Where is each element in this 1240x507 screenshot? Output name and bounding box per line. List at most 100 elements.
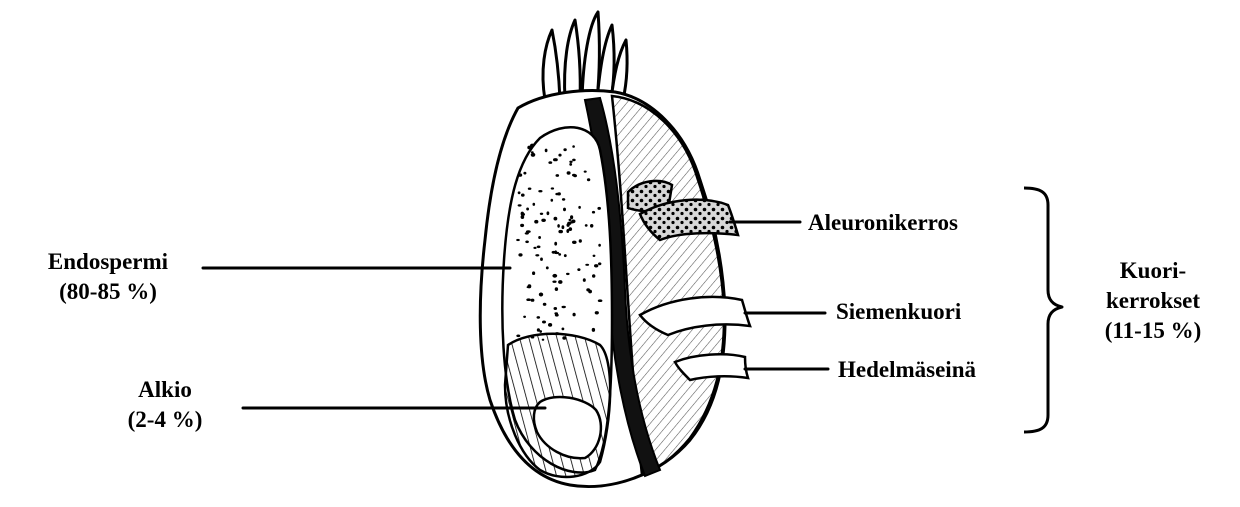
starch-dot [558, 230, 563, 233]
starch-dot [569, 227, 573, 231]
starch-dot [583, 278, 586, 282]
starch-dot [533, 247, 536, 249]
starch-dot [520, 224, 524, 227]
starch-dot [573, 313, 576, 317]
starch-dot [531, 151, 534, 153]
starch-dot [554, 242, 557, 246]
starch-dot [578, 206, 581, 209]
starch-dot [537, 328, 540, 332]
starch-dot [532, 271, 535, 275]
label-aleuronikerros: Aleuronikerros [808, 208, 958, 238]
pericarp-flap [675, 354, 748, 380]
starch-dot [572, 174, 576, 177]
label-kuorikerrokset: Kuori- kerrokset (11-15 %) [1068, 256, 1238, 346]
hair-tuft [543, 12, 627, 100]
starch-dot [546, 266, 549, 269]
starch-dot [592, 274, 595, 278]
endospermi-percent: (80-85 %) [8, 277, 208, 307]
starch-dot [516, 239, 520, 241]
endospermi-name: Endospermi [8, 247, 208, 277]
starch-dot [588, 290, 592, 294]
starch-dot [552, 281, 556, 283]
starch-dot [598, 262, 601, 265]
starch-dot [595, 311, 599, 314]
starch-dot [598, 244, 601, 247]
starch-dot [592, 328, 595, 332]
starch-dot [534, 220, 538, 224]
starch-dot [521, 194, 525, 197]
starch-dot [572, 159, 576, 162]
label-siemenkuori: Siemenkuori [836, 297, 961, 327]
starch-dot [551, 187, 554, 189]
starch-dot [523, 316, 526, 318]
starch-dot [563, 148, 566, 151]
starch-dot [525, 232, 529, 234]
starch-dot [539, 293, 543, 297]
starch-dot [558, 280, 562, 284]
starch-dot [562, 225, 565, 229]
starch-dot [554, 217, 558, 221]
kuori-line2: kerrokset [1068, 286, 1238, 316]
starch-dot [548, 323, 552, 327]
starch-dot [562, 306, 566, 308]
starch-dot [518, 173, 522, 176]
starch-dot [518, 191, 521, 194]
starch-dot [543, 303, 547, 306]
starch-dot [569, 161, 572, 163]
starch-dot [518, 204, 522, 206]
starch-dot [554, 250, 557, 254]
starch-dot [590, 224, 593, 228]
starch-dot [597, 207, 601, 210]
starch-dot [564, 254, 567, 257]
starch-dot [518, 253, 522, 256]
label-hedelmaseina: Hedelmäseinä [838, 355, 976, 385]
starch-dot [540, 213, 543, 215]
starch-dot [547, 211, 550, 215]
starch-dot [555, 193, 559, 196]
starch-dot [554, 307, 558, 310]
starch-dot [538, 190, 542, 192]
alkio-percent: (2-4 %) [95, 405, 235, 435]
starch-dot [541, 219, 546, 222]
starch-dot [562, 328, 565, 331]
label-endospermi: Endospermi (80-85 %) [8, 247, 208, 307]
starch-dot [528, 284, 532, 288]
starch-dot [533, 203, 536, 206]
starch-dot [540, 258, 543, 261]
kuori-line1: Kuori- [1068, 256, 1238, 286]
label-alkio: Alkio (2-4 %) [95, 375, 235, 435]
starch-dot [523, 172, 526, 175]
starch-dot [556, 174, 560, 177]
starch-dot [572, 145, 575, 148]
starch-dot [585, 224, 588, 227]
starch-dot [537, 316, 541, 319]
starch-dot [525, 241, 529, 244]
starch-dot [563, 208, 566, 212]
starch-dot [558, 154, 561, 157]
starch-dot [555, 287, 558, 291]
starch-dot [545, 149, 548, 153]
starch-dot [577, 268, 580, 271]
starch-dot [567, 171, 571, 174]
starch-dot [562, 198, 565, 201]
starch-dot [592, 211, 595, 214]
starch-dot [557, 224, 560, 228]
starch-dot [572, 241, 577, 244]
starch-dot [594, 264, 598, 267]
starch-dot [538, 236, 541, 239]
starch-dot [598, 299, 603, 302]
starch-dot [526, 208, 529, 211]
starch-dot [516, 335, 520, 338]
starch-dot [521, 215, 525, 219]
alkio-name: Alkio [95, 375, 235, 405]
starch-dot [553, 158, 558, 161]
starch-dot [537, 246, 541, 249]
starch-dot [552, 274, 557, 278]
starch-dot [528, 188, 532, 190]
starch-dot [548, 161, 552, 164]
starch-dot [527, 146, 531, 150]
starch-dot [570, 215, 573, 219]
starch-dot [579, 239, 582, 242]
kuori-percent: (11-15 %) [1068, 316, 1238, 346]
